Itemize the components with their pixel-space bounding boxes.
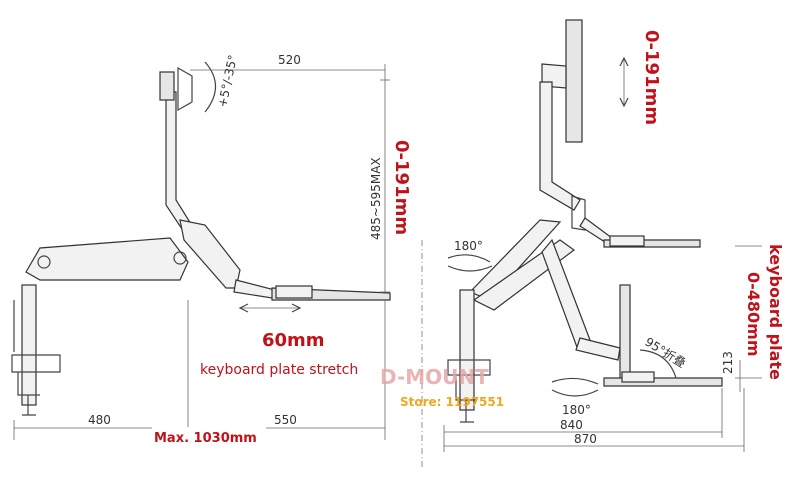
height-adjust-label: 0-191mm [391, 140, 412, 235]
right-view: 0-191mm 180° 180° 95°折叠 213 keyboard pla… [443, 19, 785, 452]
monitor-low [619, 284, 631, 381]
tilt-label: +5°/-35° [215, 54, 240, 109]
fold-arc [639, 349, 677, 379]
watermark-brand: D-MOUNT [380, 365, 489, 389]
monitor-bracket [159, 71, 175, 101]
small-dim-213: 213 [721, 351, 735, 374]
rotate-arrow-top [447, 254, 491, 263]
stretch-value: 60mm [262, 330, 325, 351]
monitor-top [565, 19, 583, 143]
clamp-desk-plate [11, 354, 61, 373]
fold-label: 95°折叠 [642, 334, 688, 371]
watermark-store: Store: 1197551 [400, 395, 504, 409]
vertical-pole [165, 91, 197, 239]
tilt-arc [204, 61, 217, 113]
rotate-top-label: 180° [454, 239, 483, 253]
monitor-adjust-label: 0-191mm [641, 30, 662, 125]
right-pole [539, 81, 581, 211]
rotate-arrow-bottom [551, 377, 599, 385]
dim-480: 480 [88, 413, 111, 427]
clamp-screw [17, 372, 40, 416]
max-reach-label: Max. 1030mm [154, 431, 257, 446]
dim-520: 520 [278, 53, 301, 67]
lower-gas-arm [25, 237, 189, 281]
keyboard-handle [275, 285, 313, 299]
rotate-bottom-label: 180° [562, 403, 591, 417]
right-post [459, 289, 475, 411]
stretch-caption: keyboard plate stretch [200, 362, 358, 378]
clamp-post [21, 284, 37, 406]
dim-870: 870 [574, 432, 597, 446]
keyboard-adjust-range: 0-480mm [744, 272, 763, 357]
dim-840: 840 [560, 418, 583, 432]
right-clamp [455, 375, 476, 423]
keyboard-arm [179, 219, 241, 289]
left-view: 520 485~595MAX 480 550 +5°/-35° 0-191mm … [11, 53, 412, 446]
monitor-plate [177, 66, 193, 112]
dim-height-range: 485~595MAX [369, 157, 383, 240]
dim-550: 550 [274, 413, 297, 427]
keyboard-adjust-title: keyboard plate [766, 244, 785, 380]
